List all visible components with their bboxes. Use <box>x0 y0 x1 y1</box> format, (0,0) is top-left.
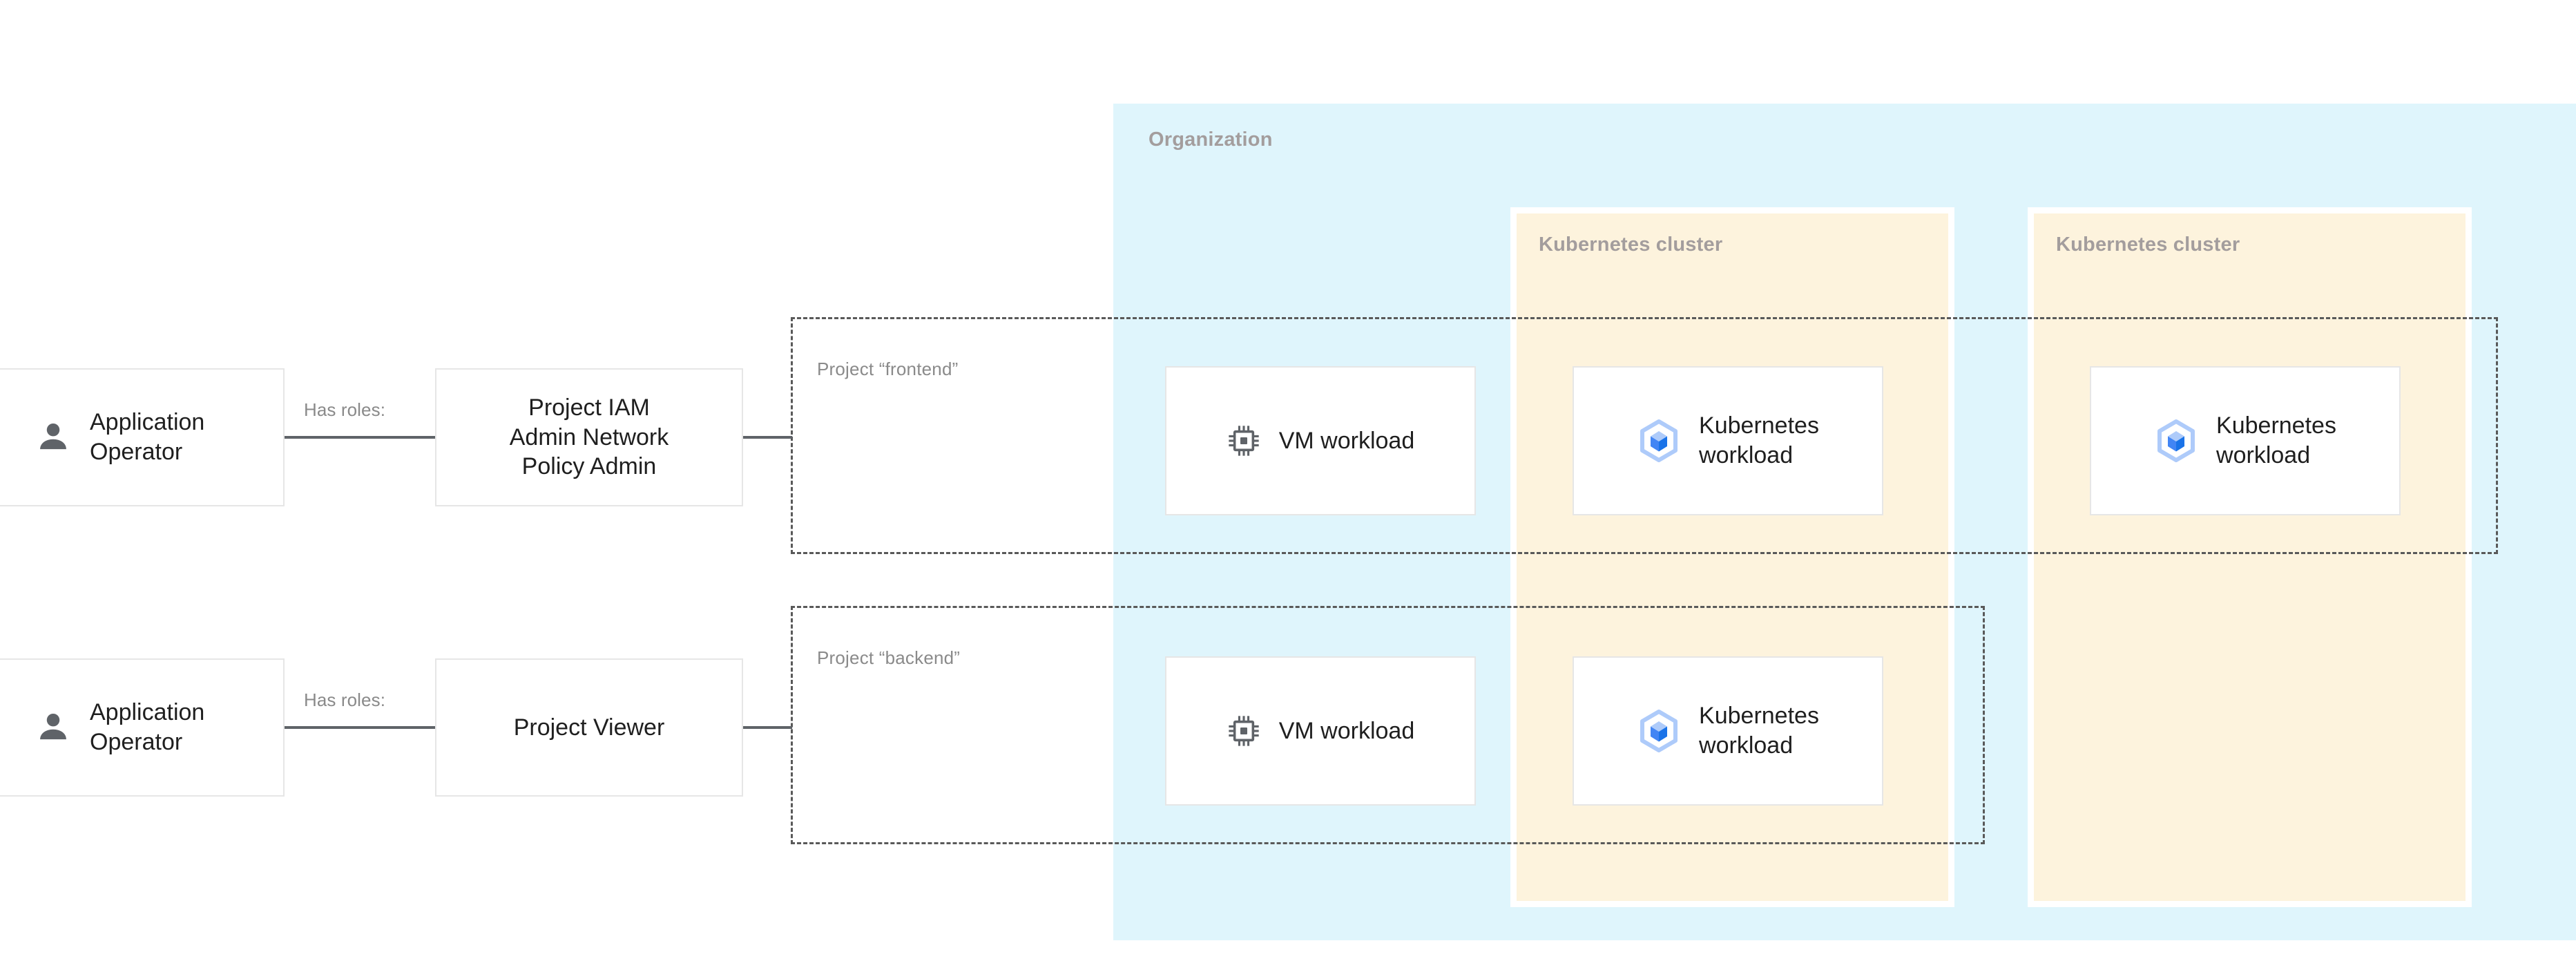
kubernetes-cluster-label-2: Kubernetes cluster <box>2056 234 2240 256</box>
role-label-1: Project IAM Admin Network Policy Admin <box>509 394 669 480</box>
actor-label-2: Application Operator <box>90 699 205 755</box>
role-label-2: Project Viewer <box>513 714 665 741</box>
connector-actor-to-role-1 <box>285 436 436 439</box>
workload-label-kubernetes-frontend-cluster2: Kubernetes workload <box>2216 412 2336 468</box>
project-boundary-frontend <box>791 317 2498 554</box>
actor-card-application-operator-1[interactable]: Application Operator <box>0 368 285 506</box>
workload-label-vm-backend: VM workload <box>1278 717 1415 744</box>
kubernetes-hexagon-icon <box>1637 709 1681 753</box>
connector-label-has-roles-2: Has roles: <box>304 690 386 710</box>
person-icon <box>35 709 72 746</box>
role-card-project-viewer[interactable]: Project Viewer <box>435 658 743 797</box>
workload-card-kubernetes-backend-cluster1[interactable]: Kubernetes workload <box>1573 656 1883 806</box>
workload-card-kubernetes-frontend-cluster2[interactable]: Kubernetes workload <box>2090 366 2401 515</box>
workload-label-vm-frontend: VM workload <box>1278 427 1415 454</box>
project-label-frontend: Project “frontend” <box>817 359 959 379</box>
kubernetes-hexagon-icon <box>1637 419 1681 463</box>
role-card-project-iam-admin[interactable]: Project IAM Admin Network Policy Admin <box>435 368 743 506</box>
cpu-chip-icon <box>1227 714 1261 748</box>
workload-label-kubernetes-frontend-cluster1: Kubernetes workload <box>1699 412 1819 468</box>
project-label-backend: Project “backend” <box>817 647 961 668</box>
workload-label-kubernetes-backend-cluster1: Kubernetes workload <box>1699 703 1819 759</box>
workload-card-vm-frontend[interactable]: VM workload <box>1165 366 1476 515</box>
kubernetes-hexagon-icon <box>2154 419 2198 463</box>
organization-label: Organization <box>1148 129 1273 151</box>
project-boundary-backend <box>791 606 1985 844</box>
cpu-chip-icon <box>1227 424 1261 458</box>
person-icon <box>35 419 72 456</box>
connector-label-has-roles-1: Has roles: <box>304 399 386 420</box>
connector-role-to-project-1 <box>742 436 792 439</box>
actor-label-1: Application Operator <box>90 409 205 465</box>
kubernetes-cluster-panel-2 <box>2028 207 2472 907</box>
connector-role-to-project-2 <box>742 726 792 729</box>
connector-actor-to-role-2 <box>285 726 436 729</box>
workload-card-kubernetes-frontend-cluster1[interactable]: Kubernetes workload <box>1573 366 1883 515</box>
kubernetes-cluster-label-1: Kubernetes cluster <box>1539 234 1723 256</box>
actor-card-application-operator-2[interactable]: Application Operator <box>0 658 285 797</box>
workload-card-vm-backend[interactable]: VM workload <box>1165 656 1476 806</box>
